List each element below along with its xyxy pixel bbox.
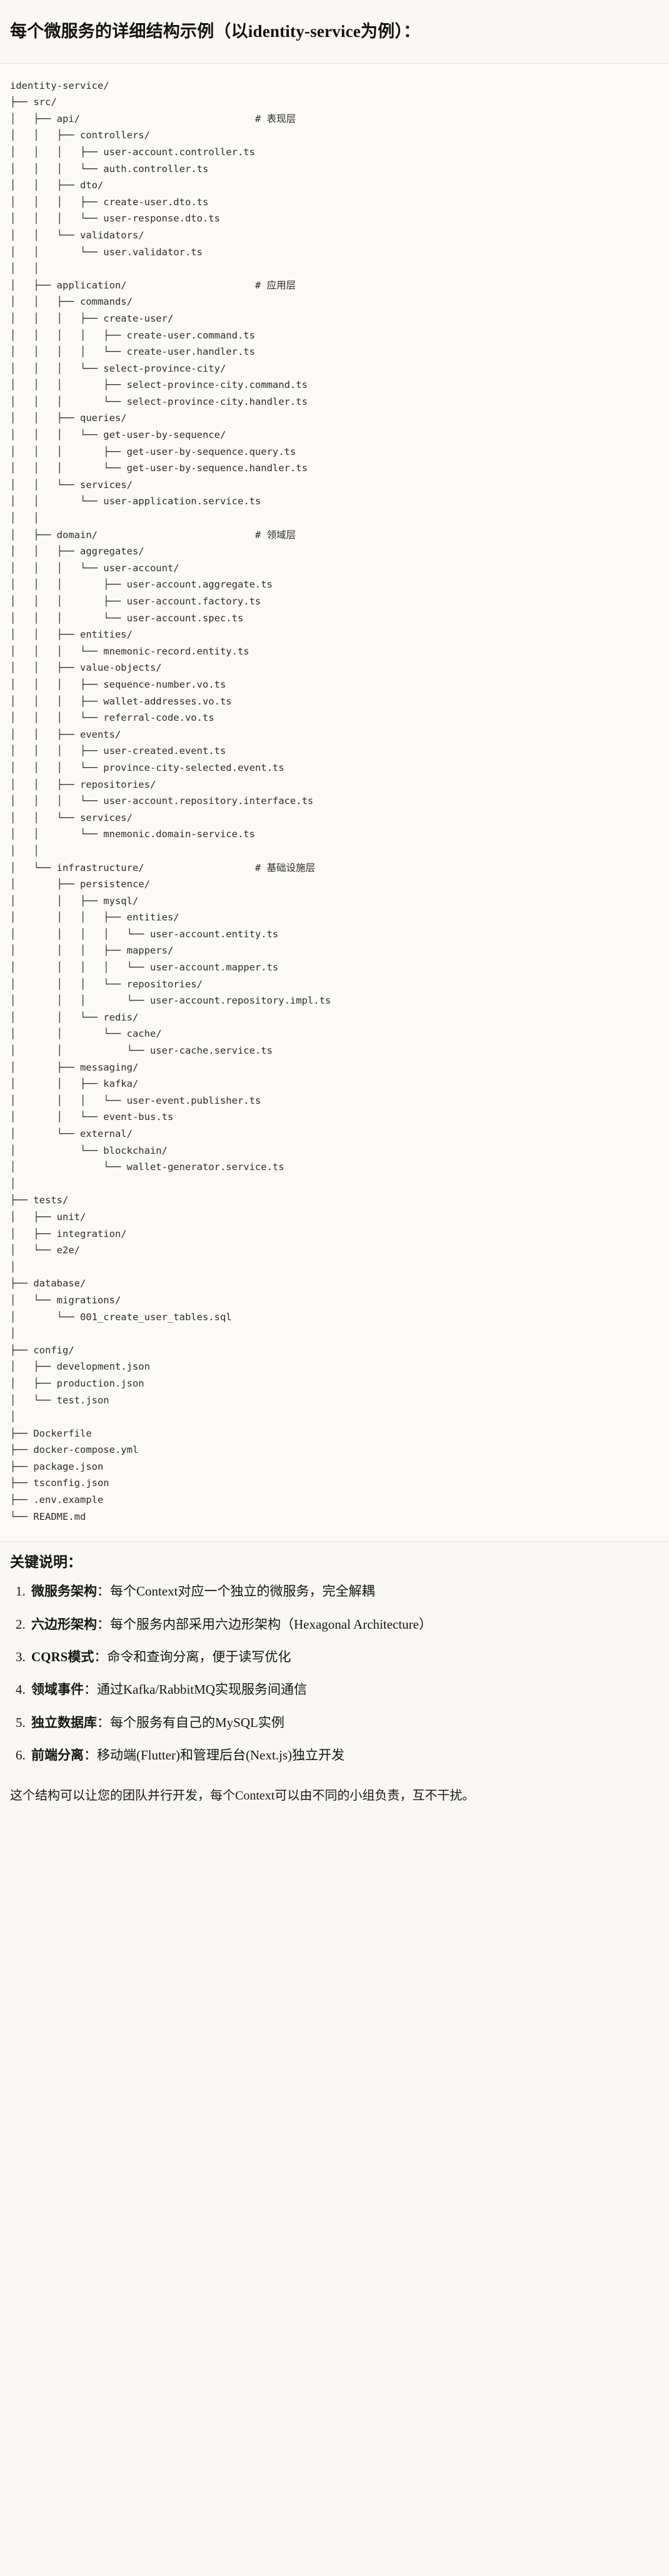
directory-tree-block: identity-service/ ├── src/ │ ├── api/ # … (0, 63, 669, 1542)
list-item: CQRS模式：命令和查询分离，便于读写优化 (29, 1647, 659, 1666)
page-title: 每个微服务的详细结构示例（以identity-service为例）： (10, 22, 421, 41)
tree-divider (0, 1541, 669, 1542)
directory-tree: identity-service/ ├── src/ │ ├── api/ # … (10, 79, 331, 1522)
note-separator: ： (94, 1649, 108, 1665)
note-body: 每个服务有自己的MySQL实例 (110, 1714, 284, 1730)
document-page: 每个微服务的详细结构示例（以identity-service为例）： ident… (0, 11, 669, 1816)
header-divider (0, 63, 669, 64)
list-item: 微服务架构：每个Context对应一个独立的微服务，完全解耦 (29, 1582, 659, 1601)
closing-paragraph: 这个结构可以让您的团队并行开发，每个Context可以由不同的小组负责，互不干扰… (10, 1788, 475, 1803)
note-separator: ： (97, 1616, 110, 1632)
list-item: 前端分离：移动端(Flutter)和管理后台(Next.js)独立开发 (29, 1746, 659, 1764)
key-notes-title: 关键说明： (10, 1554, 82, 1571)
list-item: 六边形架构：每个服务内部采用六边形架构（Hexagonal Architectu… (29, 1615, 659, 1634)
note-separator: ： (97, 1584, 110, 1599)
list-item: 领域事件：通过Kafka/RabbitMQ实现服务间通信 (29, 1680, 659, 1699)
note-separator: ： (97, 1714, 110, 1730)
note-body: 移动端(Flutter)和管理后台(Next.js)独立开发 (97, 1748, 345, 1763)
note-body: 每个Context对应一个独立的微服务，完全解耦 (110, 1584, 375, 1599)
note-separator: ： (84, 1682, 97, 1698)
note-separator: ： (84, 1748, 97, 1763)
note-term: CQRS模式 (31, 1649, 94, 1665)
note-term: 独立数据库 (31, 1714, 97, 1730)
note-body: 每个服务内部采用六边形架构（Hexagonal Architecture） (110, 1616, 432, 1632)
note-term: 六边形架构 (31, 1616, 97, 1632)
note-body: 通过Kafka/RabbitMQ实现服务间通信 (97, 1682, 307, 1698)
key-notes-list: 微服务架构：每个Context对应一个独立的微服务，完全解耦 六边形架构：每个服… (10, 1582, 659, 1765)
note-term: 前端分离 (31, 1748, 84, 1763)
list-item: 独立数据库：每个服务有自己的MySQL实例 (29, 1713, 659, 1732)
note-term: 领域事件 (31, 1682, 84, 1698)
key-notes-section: 关键说明： 微服务架构：每个Context对应一个独立的微服务，完全解耦 六边形… (0, 1542, 669, 1785)
note-body: 命令和查询分离，便于读写优化 (107, 1649, 291, 1665)
note-term: 微服务架构 (31, 1584, 97, 1599)
